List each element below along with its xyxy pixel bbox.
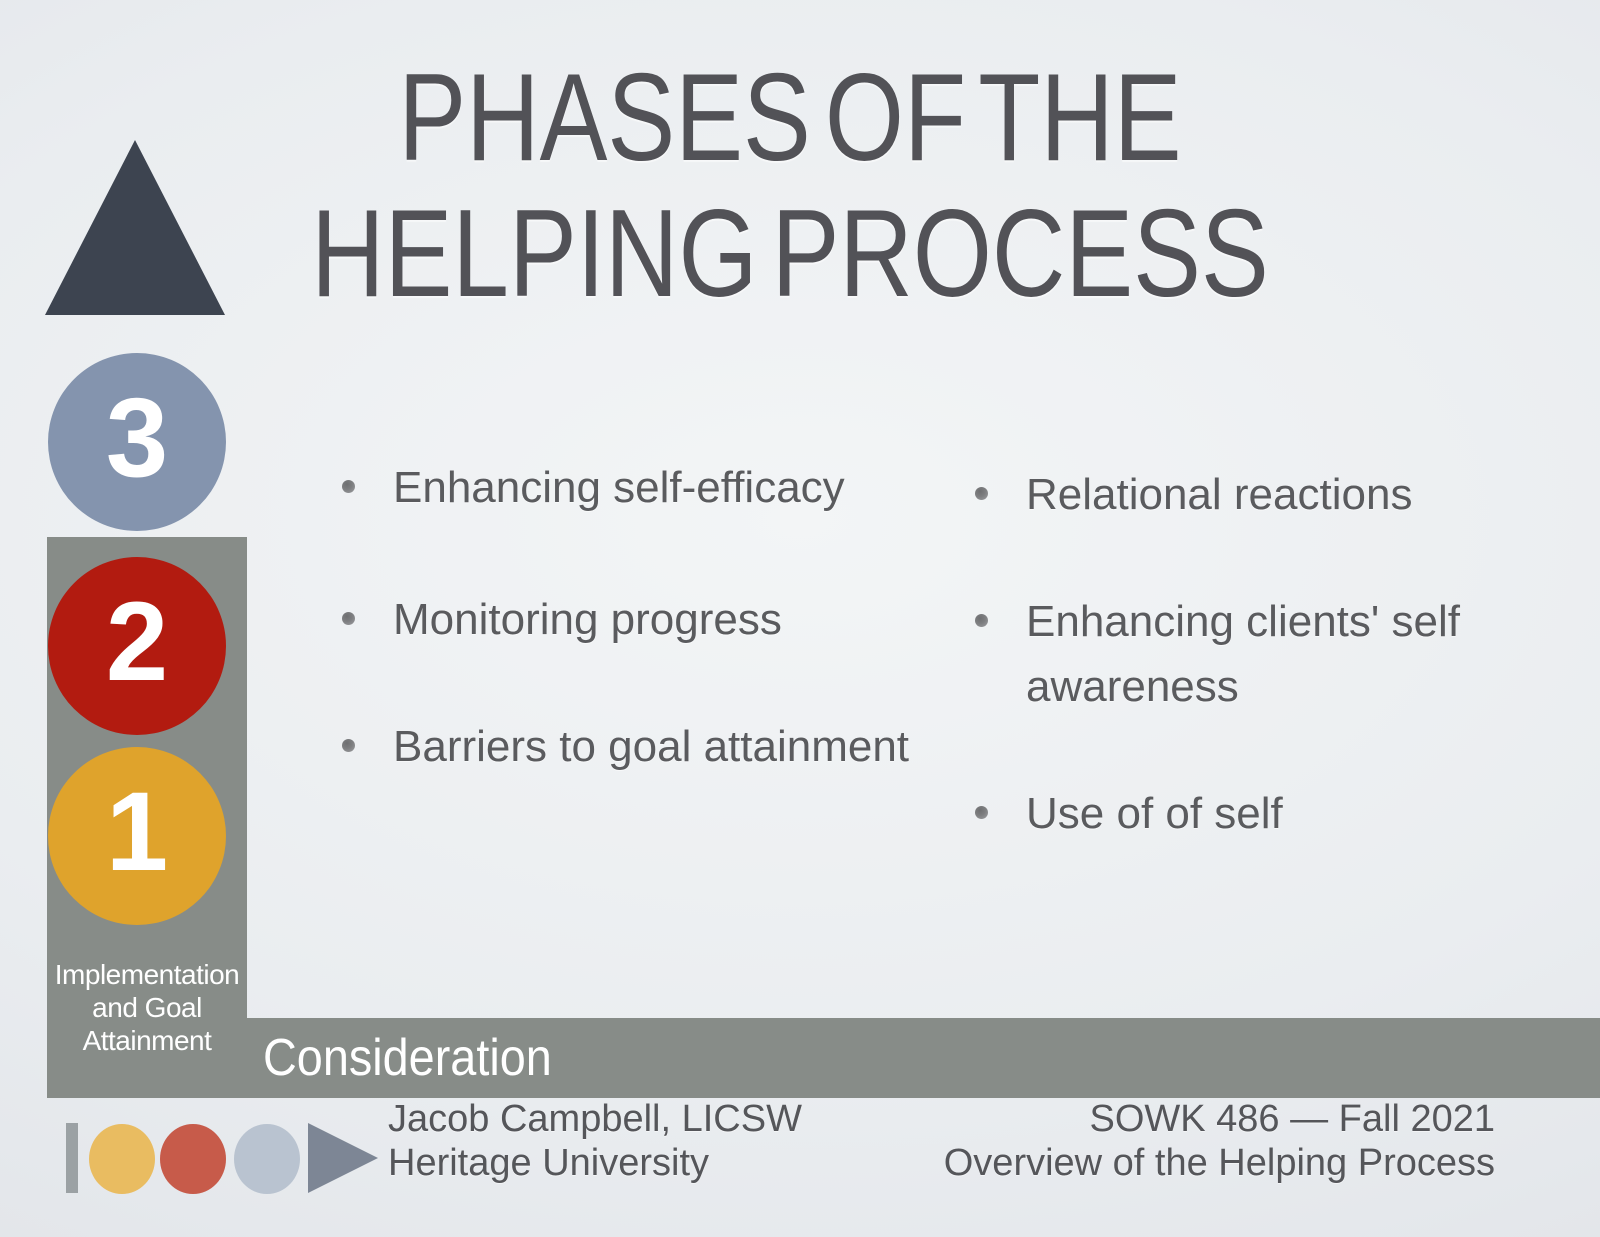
bullet-dot-icon xyxy=(975,487,988,500)
bullet-dot-icon xyxy=(342,739,355,752)
bullet-item-left-1: Enhancing self-efficacy xyxy=(342,455,952,520)
phase-circle-2: 2 xyxy=(48,557,226,735)
phase-number-1: 1 xyxy=(105,769,169,894)
phase-1-label: Implementation and Goal Attainment xyxy=(54,959,240,1056)
presenter-org: Heritage University xyxy=(388,1142,709,1184)
bullet-text: Monitoring progress xyxy=(393,595,782,644)
bullet-text: Enhancing clients' self awareness xyxy=(1026,597,1460,711)
logo-circle-red-icon xyxy=(160,1124,226,1194)
bullet-text: Barriers to goal attainment xyxy=(393,722,910,771)
bullet-text: Use of of self xyxy=(1026,789,1283,838)
course-code: SOWK 486 — Fall 2021 xyxy=(1089,1098,1495,1140)
presenter-name: Jacob Campbell, LICSW xyxy=(388,1098,802,1140)
consideration-label: Consideration xyxy=(263,1029,552,1087)
phase-triangle-icon xyxy=(45,140,225,315)
bullet-item-right-2: Enhancing clients' self awareness xyxy=(975,589,1597,719)
bullet-dot-icon xyxy=(975,614,988,627)
phase-circle-1: 1 xyxy=(48,747,226,925)
bullet-dot-icon xyxy=(342,612,355,625)
bullet-dot-icon xyxy=(975,806,988,819)
logo-triangle-icon xyxy=(308,1123,378,1193)
bullet-text: Enhancing self-efficacy xyxy=(393,463,845,512)
bullet-item-right-3: Use of of self xyxy=(975,781,1597,846)
logo-bar-icon xyxy=(66,1123,78,1193)
footer-presenter: Jacob Campbell, LICSW Heritage Universit… xyxy=(388,1097,802,1185)
phase-circle-3: 3 xyxy=(48,353,226,531)
consideration-banner: Consideration xyxy=(247,1018,1600,1098)
phase-number-2: 2 xyxy=(105,579,169,704)
course-topic: Overview of the Helping Process xyxy=(943,1142,1495,1184)
bullet-dot-icon xyxy=(342,480,355,493)
slide-title: PHASES OF THE HELPING PROCESS xyxy=(282,50,1299,322)
bullet-item-left-3: Barriers to goal attainment xyxy=(342,714,952,779)
bullet-item-left-2: Monitoring progress xyxy=(342,587,952,652)
footer-course: SOWK 486 — Fall 2021 Overview of the Hel… xyxy=(944,1097,1495,1185)
slide-title-line-1: PHASES OF THE xyxy=(398,49,1182,187)
logo-circle-yellow-icon xyxy=(89,1124,155,1194)
phase-number-3: 3 xyxy=(105,375,169,500)
logo-circle-blue-icon xyxy=(234,1124,300,1194)
bullet-text: Relational reactions xyxy=(1026,470,1413,519)
slide-title-line-2: HELPING PROCESS xyxy=(311,185,1269,323)
bullet-item-right-1: Relational reactions xyxy=(975,462,1597,527)
